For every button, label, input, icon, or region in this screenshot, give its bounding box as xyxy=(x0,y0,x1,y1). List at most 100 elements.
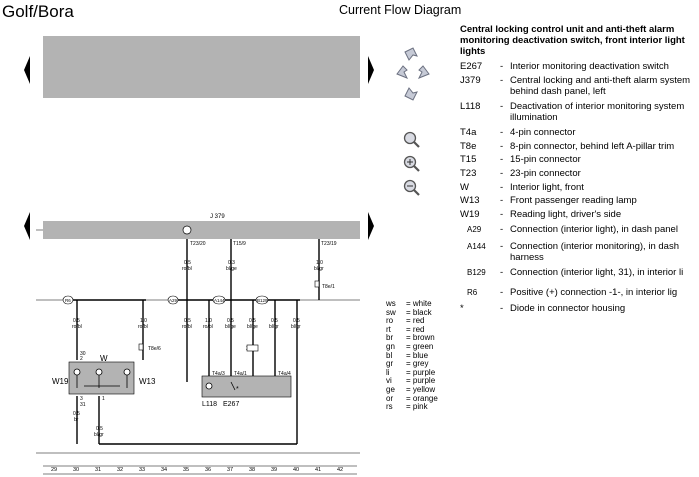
wire-color-name: yellow xyxy=(412,384,436,394)
legend-desc: Front passenger reading lamp xyxy=(510,195,637,206)
diagram-header-box xyxy=(43,36,360,98)
wire-color-row: gr= grey xyxy=(386,359,429,369)
connector-label: T8e/6 xyxy=(148,346,161,352)
legend-title-line: lights xyxy=(460,46,486,57)
connector-label: T4a/3 xyxy=(212,371,225,377)
legend-code: J379 xyxy=(460,75,481,86)
legend-item: L118-Deactivation of interior monitoring… xyxy=(460,101,685,112)
wire-color-name: black xyxy=(412,307,432,317)
ruler-number: 36 xyxy=(205,467,212,473)
node-label: R6 xyxy=(65,298,71,303)
legend-item: T8e-8-pin connector, behind left A-pilla… xyxy=(460,141,675,152)
legend-code: B129 xyxy=(467,268,486,277)
legend-item: R6-Positive (+) connection -1-, in inter… xyxy=(460,287,677,298)
legend-item: B129-Connection (interior light, 31), in… xyxy=(460,267,683,278)
zoom-in-icon[interactable] xyxy=(402,130,424,152)
legend-desc: Positive (+) connection -1-, in interior… xyxy=(510,287,678,298)
wire-color-name: grey xyxy=(412,359,429,369)
wire-color-row: or= orange xyxy=(386,393,438,403)
legend-item: T15-15-pin connector xyxy=(460,154,581,165)
scroll-left-arrow-icon[interactable] xyxy=(24,212,30,240)
ruler-number: 39 xyxy=(271,467,278,473)
scroll-right-arrow-icon[interactable] xyxy=(368,212,374,240)
wire-color: br xyxy=(74,417,79,423)
wire-color-code: gr xyxy=(386,359,394,369)
wire-color: ro/bl xyxy=(182,266,192,272)
unit-label: J 379 xyxy=(210,214,225,220)
node-label: A29 xyxy=(169,298,178,303)
legend-item: T23-23-pin connector xyxy=(460,168,581,179)
ground-symbol-icon xyxy=(182,225,192,235)
legend-item: W19-Reading light, driver's side xyxy=(460,209,622,220)
ruler-number: 30 xyxy=(73,467,80,473)
legend-code: L118 xyxy=(460,101,481,112)
wire-size: 0.5 xyxy=(96,426,103,432)
ruler-number: 32 xyxy=(117,467,124,473)
ruler-number: 42 xyxy=(337,467,344,473)
component-label: W xyxy=(100,354,108,363)
legend-desc-cont: illumination xyxy=(510,112,558,123)
wire-color-code: br xyxy=(386,333,394,343)
legend-desc: 8-pin connector, behind left A-pillar tr… xyxy=(510,141,675,152)
ruler-number: 34 xyxy=(161,467,168,473)
next-page-arrow-icon[interactable] xyxy=(368,56,374,84)
legend-code: T15 xyxy=(460,154,477,165)
ruler-number: 40 xyxy=(293,467,300,473)
legend-desc: Interior light, front xyxy=(510,182,584,193)
wire-color: bl/gr xyxy=(94,432,104,438)
wire-color-row: gn= green xyxy=(386,341,434,351)
connector-label: T15/9 xyxy=(233,241,246,247)
wire-size: 1.0 xyxy=(205,318,212,324)
wire-color-name: red xyxy=(412,324,425,334)
wire-color: bl/gr xyxy=(314,266,324,272)
legend-item: *-Diode in connector housing xyxy=(460,303,626,314)
wire-color-row: sw= black xyxy=(386,307,432,317)
wire-size: 1.0 xyxy=(140,318,147,324)
wire-color-code: sw xyxy=(386,307,396,317)
prev-page-arrow-icon[interactable] xyxy=(24,56,30,84)
wire-size: 0.5 xyxy=(184,260,191,266)
legend-desc: Connection (interior monitoring), in das… xyxy=(510,241,679,252)
wire-color-code: rs xyxy=(386,402,393,412)
pin-label: 31 xyxy=(80,402,86,408)
zoom-fit-icon[interactable] xyxy=(402,154,424,176)
ruler-number: 41 xyxy=(315,467,322,473)
pan-control-icon[interactable] xyxy=(393,44,433,110)
legend-desc: 23-pin connector xyxy=(510,168,581,179)
legend-code: R6 xyxy=(467,288,478,297)
wire-size: 0.5 xyxy=(293,318,300,324)
wire-size: 1.0 xyxy=(316,260,323,266)
wire-size: 0.5 xyxy=(271,318,278,324)
legend-desc-cont: behind dash panel, left xyxy=(510,86,606,97)
connector-label: T23/20 xyxy=(190,241,206,247)
wire-color-row: rt= red xyxy=(386,324,425,334)
connector-label: T4a/4 xyxy=(278,371,291,377)
ruler-number: 35 xyxy=(183,467,190,473)
wire-color-code: ro xyxy=(386,316,394,326)
ruler-number: 31 xyxy=(95,467,102,473)
wire-color: bl/ge xyxy=(226,266,237,272)
wire-color-code: or xyxy=(386,393,394,403)
wire-color-name: blue xyxy=(412,350,429,360)
legend-code: W13 xyxy=(460,195,480,206)
wire-color-row: ro= red xyxy=(386,316,425,326)
zoom-out-icon[interactable] xyxy=(402,178,424,200)
node-label: B129 xyxy=(257,298,268,303)
legend-item: W13-Front passenger reading lamp xyxy=(460,195,637,206)
wire-color: bl/ge xyxy=(225,324,236,330)
legend-code: T23 xyxy=(460,168,477,179)
legend-item: E267-Interior monitoring deactivation sw… xyxy=(460,61,669,72)
wire-color-row: br= brown xyxy=(386,333,435,343)
wire-size: 0.5 xyxy=(249,318,256,324)
wire-size: 0.5 xyxy=(73,411,80,417)
wire-size: 0.3 xyxy=(228,260,235,266)
page-title: Current Flow Diagram xyxy=(339,3,462,17)
legend-item: T4a-4-pin connector xyxy=(460,127,576,138)
connector-label: T23/19 xyxy=(321,241,337,247)
ruler-number: 33 xyxy=(139,467,146,473)
legend-title: Central locking control unit and anti-th… xyxy=(460,24,699,57)
node-label: A144 xyxy=(214,298,225,303)
wire-size: 0.5 xyxy=(184,318,191,324)
connector-label: T4a/1 xyxy=(234,371,247,377)
wire-color: ro/bl xyxy=(72,324,82,330)
